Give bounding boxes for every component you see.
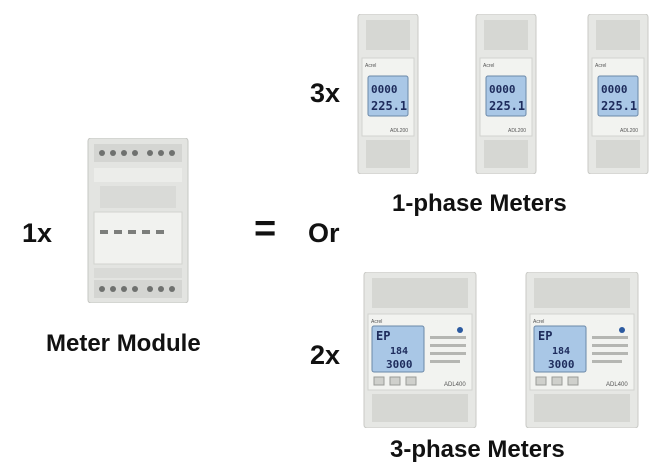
three-lcd-line1: EP bbox=[376, 329, 390, 343]
single-phase-meter: Acrel 0000 225.1 ADL200 bbox=[474, 14, 538, 174]
or-label: Or bbox=[308, 218, 340, 248]
single-phase-meter: Acrel 0000 225.1 ADL200 bbox=[356, 14, 420, 174]
single-phase-quantity: 3x bbox=[310, 78, 341, 108]
three-lcd-line3: 3000 bbox=[386, 358, 413, 371]
module-quantity: 1x bbox=[22, 218, 53, 248]
single-lcd-line2: 225.1 bbox=[371, 99, 407, 113]
single-lcd-line1: 0000 bbox=[489, 83, 516, 96]
single-brand-text: Acrel bbox=[483, 63, 494, 69]
three-phase-meter: Acrel EP 184 3000 ADL400 bbox=[524, 272, 640, 428]
equals-sign: = bbox=[254, 208, 277, 250]
three-brand-text: Acrel bbox=[533, 319, 544, 325]
single-model-text: ADL200 bbox=[390, 128, 408, 134]
three-phase-quantity: 2x bbox=[310, 340, 341, 370]
module-caption: Meter Module bbox=[46, 330, 201, 357]
three-lcd-line3: 3000 bbox=[548, 358, 575, 371]
single-phase-caption: 1-phase Meters bbox=[392, 190, 567, 217]
three-phase-meter: Acrel EP 184 3000 ADL400 bbox=[362, 272, 478, 428]
three-brand-text: Acrel bbox=[371, 319, 382, 325]
single-brand-text: Acrel bbox=[595, 63, 606, 69]
single-phase-meter: Acrel 0000 225.1 ADL200 bbox=[586, 14, 650, 174]
three-lcd-line1: EP bbox=[538, 329, 552, 343]
single-lcd-line2: 225.1 bbox=[601, 99, 637, 113]
single-lcd-line2: 225.1 bbox=[489, 99, 525, 113]
three-lcd-line2: 184 bbox=[552, 346, 570, 357]
single-model-text: ADL200 bbox=[620, 128, 638, 134]
meter-module-device bbox=[84, 138, 192, 303]
three-phase-caption: 3-phase Meters bbox=[390, 436, 565, 463]
single-lcd-line1: 0000 bbox=[601, 83, 628, 96]
single-brand-text: Acrel bbox=[365, 63, 376, 69]
three-lcd-line2: 184 bbox=[390, 346, 408, 357]
single-model-text: ADL200 bbox=[508, 128, 526, 134]
three-model-text: ADL400 bbox=[606, 382, 628, 388]
three-model-text: ADL400 bbox=[444, 382, 466, 388]
single-lcd-line1: 0000 bbox=[371, 83, 398, 96]
